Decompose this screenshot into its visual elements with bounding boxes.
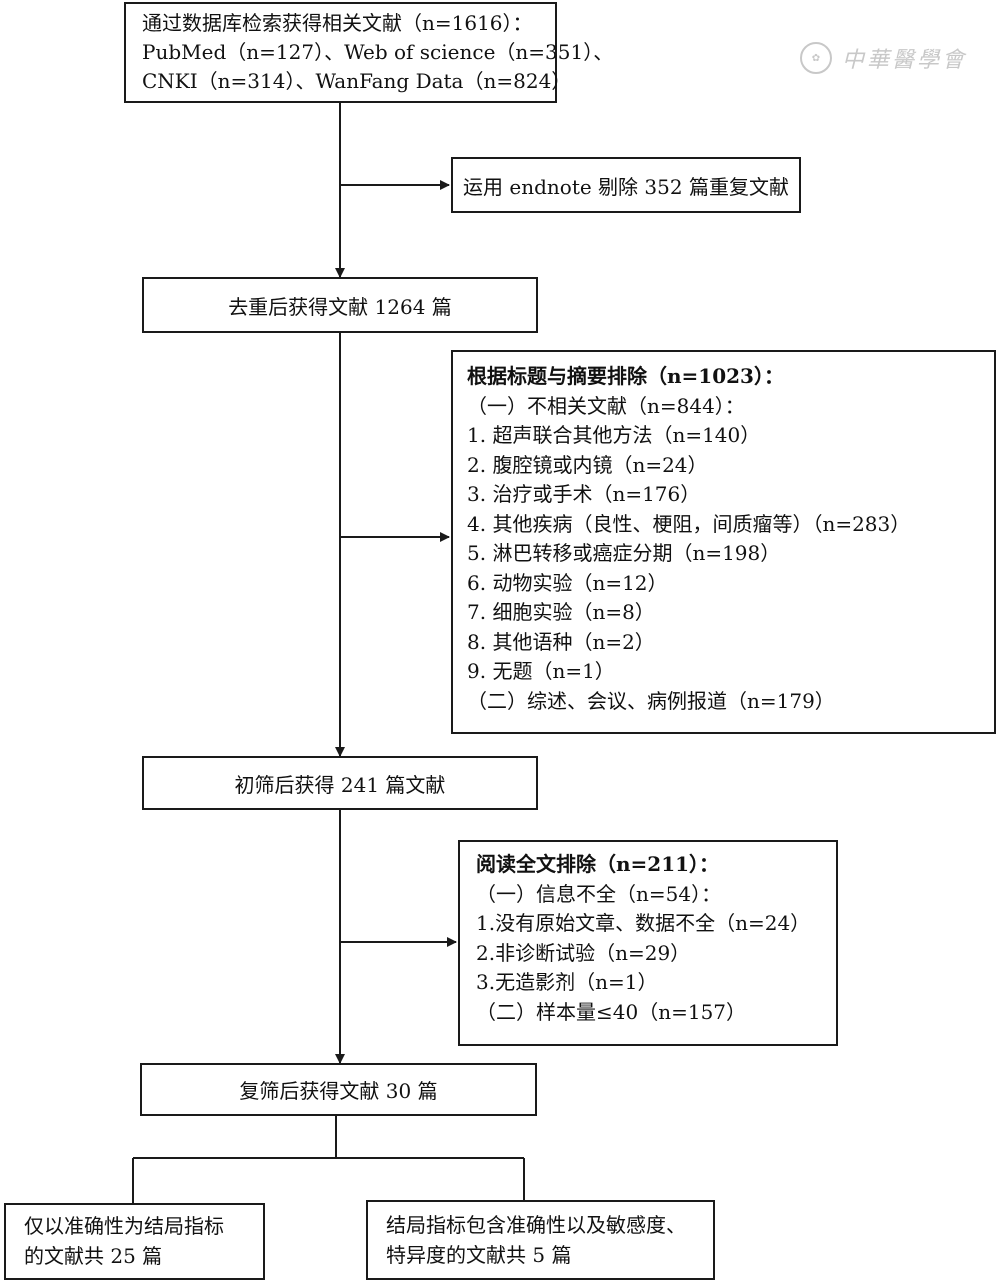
title-abstract-item: （一）不相关文献（n=844）：	[467, 393, 745, 418]
title-abstract-heading: 根据标题与摘要排除（n=1023）：	[467, 364, 784, 388]
search-line-2: PubMed（n=127）、Web of science（n=351）、	[142, 40, 614, 64]
fulltext-exclusion-box: 阅读全文排除（n=211）： （一）信息不全（n=54）： 1.没有原始文章、数…	[458, 840, 838, 1046]
title-abstract-item: 8. 其他语种（n=2）	[467, 629, 655, 654]
fulltext-item: （二）样本量≤40（n=157）	[476, 999, 747, 1024]
title-abstract-item: 6. 动物实验（n=12）	[467, 570, 668, 595]
accuracy-only-line-2: 的文献共 25 篇	[24, 1244, 163, 1268]
title-abstract-item: 1. 超声联合其他方法（n=140）	[467, 423, 761, 447]
initial-screen-text: 初筛后获得 241 篇文献	[234, 772, 446, 797]
search-line-3: CNKI（n=314）、WanFang Data（n=824）	[142, 69, 572, 93]
fulltext-item: （一）信息不全（n=54）：	[476, 881, 722, 906]
after-dedup-text: 去重后获得文献 1264 篇	[228, 294, 452, 319]
seal-icon: ✿	[800, 42, 832, 74]
accuracy-only-box: 仅以准确性为结局指标 的文献共 25 篇	[4, 1203, 265, 1280]
final-screen-box: 复筛后获得文献 30 篇	[140, 1063, 537, 1116]
duplicates-box: 运用 endnote 剔除 352 篇重复文献	[451, 157, 801, 213]
final-screen-text: 复筛后获得文献 30 篇	[239, 1079, 438, 1103]
accuracy-plus-box: 结局指标包含准确性以及敏感度、 特异度的文献共 5 篇	[366, 1200, 715, 1280]
accuracy-only-line-1: 仅以准确性为结局指标	[24, 1214, 224, 1238]
title-abstract-item: （二）综述、会议、病例报道（n=179）	[467, 688, 835, 713]
watermark-logo: ✿ 中華醫學會	[800, 38, 980, 78]
initial-screen-box: 初筛后获得 241 篇文献	[142, 756, 538, 810]
title-abstract-item: 9. 无题（n=1）	[467, 659, 615, 683]
title-abstract-item: 5. 淋巴转移或癌症分期（n=198）	[467, 541, 781, 565]
title-abstract-item: 3. 治疗或手术（n=176）	[467, 482, 701, 506]
search-line-1: 通过数据库检索获得相关文献（n=1616）：	[142, 11, 533, 35]
title-abstract-item: 4. 其他疾病（良性、梗阻，间质瘤等）（n=283）	[467, 511, 911, 536]
fulltext-item: 2.非诊断试验（n=29）	[476, 940, 691, 965]
title-abstract-exclusion-box: 根据标题与摘要排除（n=1023）： （一）不相关文献（n=844）： 1. 超…	[451, 350, 996, 734]
fulltext-heading: 阅读全文排除（n=211）：	[476, 852, 720, 876]
watermark-text: 中華醫學會	[842, 48, 968, 73]
title-abstract-item: 2. 腹腔镜或内镜（n=24）	[467, 452, 708, 477]
accuracy-plus-line-2: 特异度的文献共 5 篇	[386, 1243, 572, 1267]
search-box: 通过数据库检索获得相关文献（n=1616）： PubMed（n=127）、Web…	[124, 2, 613, 103]
title-abstract-item: 7. 细胞实验（n=8）	[467, 600, 655, 624]
fulltext-item: 3.无造影剂（n=1）	[476, 970, 658, 994]
duplicates-text: 运用 endnote 剔除 352 篇重复文献	[463, 174, 789, 199]
accuracy-plus-line-1: 结局指标包含准确性以及敏感度、	[386, 1213, 686, 1237]
fulltext-item: 1.没有原始文章、数据不全（n=24）	[476, 911, 811, 935]
after-dedup-box: 去重后获得文献 1264 篇	[142, 277, 538, 333]
